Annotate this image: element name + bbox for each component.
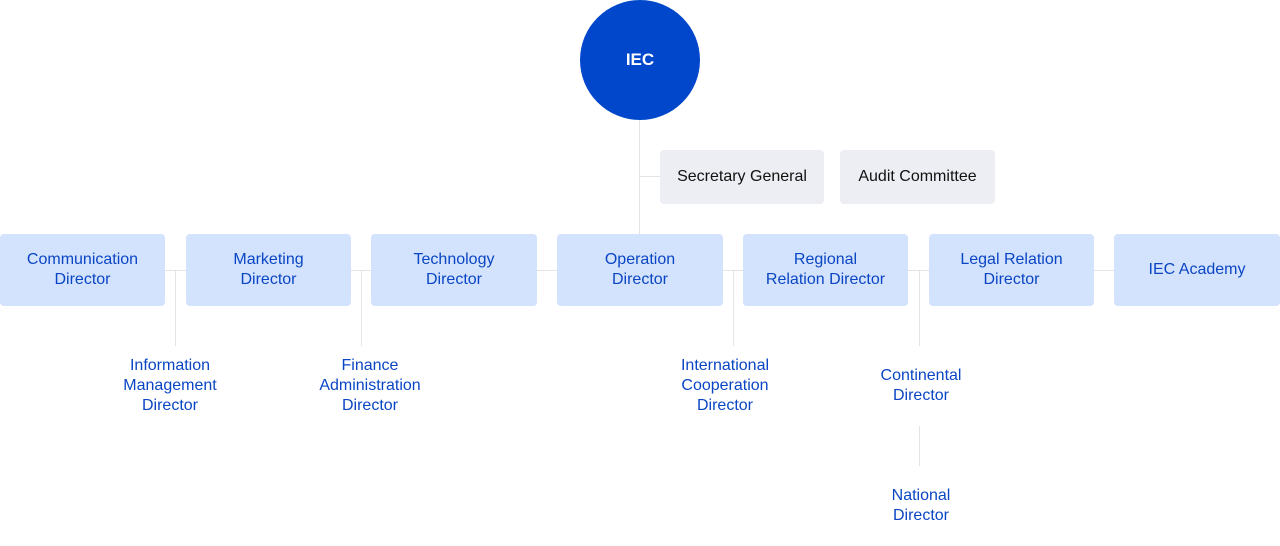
node-continental-director: Continental Director: [880, 367, 962, 404]
node-label: Secretary General: [677, 168, 807, 185]
node-operation-director: Operation Director: [557, 234, 723, 306]
node-international-cooperation-director: International Cooperation Director: [680, 357, 770, 414]
node-national-director: National Director: [891, 487, 951, 524]
node-label: Technology Director: [413, 251, 495, 288]
node-label: Marketing Director: [233, 251, 304, 288]
connector-continental: [919, 270, 920, 346]
node-audit-committee: Audit Committee: [840, 150, 995, 204]
connector-staff: [639, 176, 660, 177]
node-information-management-director: Information Management Director: [123, 357, 217, 414]
node-label: IEC Academy: [1148, 261, 1246, 278]
node-finance-administration-director: Finance Administration Director: [319, 357, 421, 414]
node-label: Regional Relation Director: [765, 251, 886, 288]
node-regional-relation-director: Regional Relation Director: [743, 234, 908, 306]
connector-root-vertical: [639, 120, 640, 234]
node-secretary-general: Secretary General: [660, 150, 824, 204]
node-label: Communication Director: [26, 251, 139, 288]
connector-national: [919, 426, 920, 466]
node-technology-director: Technology Director: [371, 234, 537, 306]
root-label: IEC: [625, 50, 655, 69]
root-node-iec: IEC: [580, 0, 700, 120]
connector-international-cooperation: [733, 270, 734, 346]
node-label: Legal Relation Director: [960, 251, 1063, 288]
node-communication-director: Communication Director: [0, 234, 165, 306]
connector-finance-administration: [361, 270, 362, 346]
node-iec-academy: IEC Academy: [1114, 234, 1280, 306]
node-label: Audit Committee: [858, 168, 977, 185]
node-label: Operation Director: [604, 251, 676, 288]
connector-information-management: [175, 270, 176, 346]
node-marketing-director: Marketing Director: [186, 234, 351, 306]
node-legal-relation-director: Legal Relation Director: [929, 234, 1094, 306]
